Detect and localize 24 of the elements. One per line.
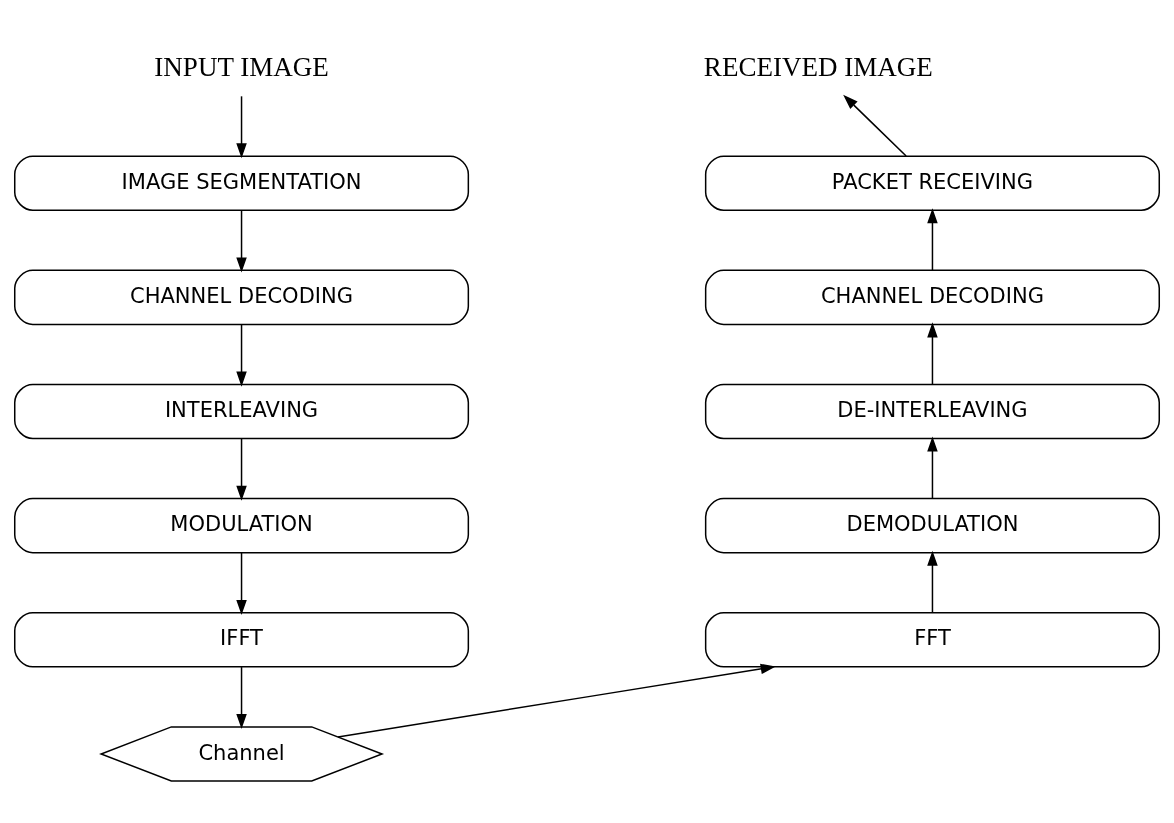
arrow bbox=[337, 663, 776, 738]
node-box: MODULATION bbox=[14, 497, 470, 554]
node-box: DE-INTERLEAVING bbox=[704, 383, 1160, 440]
arrow bbox=[236, 438, 247, 501]
arrow bbox=[927, 208, 938, 271]
node-text: INPUT IMAGE bbox=[154, 51, 329, 82]
arrow bbox=[927, 436, 938, 500]
node-box: CHANNEL DECODING bbox=[704, 269, 1160, 326]
node-box: PACKET RECEIVING bbox=[704, 155, 1160, 211]
node-text: RECEIVED IMAGE bbox=[703, 51, 933, 82]
node-box: FFT bbox=[704, 612, 1160, 668]
arrow bbox=[843, 94, 907, 157]
node-box: IFFT bbox=[14, 612, 470, 668]
arrow bbox=[236, 323, 247, 387]
arrow bbox=[236, 95, 247, 159]
arrow bbox=[927, 550, 938, 614]
arrow bbox=[236, 209, 247, 273]
arrow bbox=[236, 552, 247, 615]
node-box: DEMODULATION bbox=[704, 497, 1160, 554]
node-box: IMAGE SEGMENTATION bbox=[14, 155, 470, 211]
node-box: CHANNEL DECODING bbox=[14, 269, 470, 326]
arrow bbox=[236, 666, 247, 730]
arrow bbox=[927, 322, 938, 386]
node-box: INTERLEAVING bbox=[14, 383, 470, 440]
